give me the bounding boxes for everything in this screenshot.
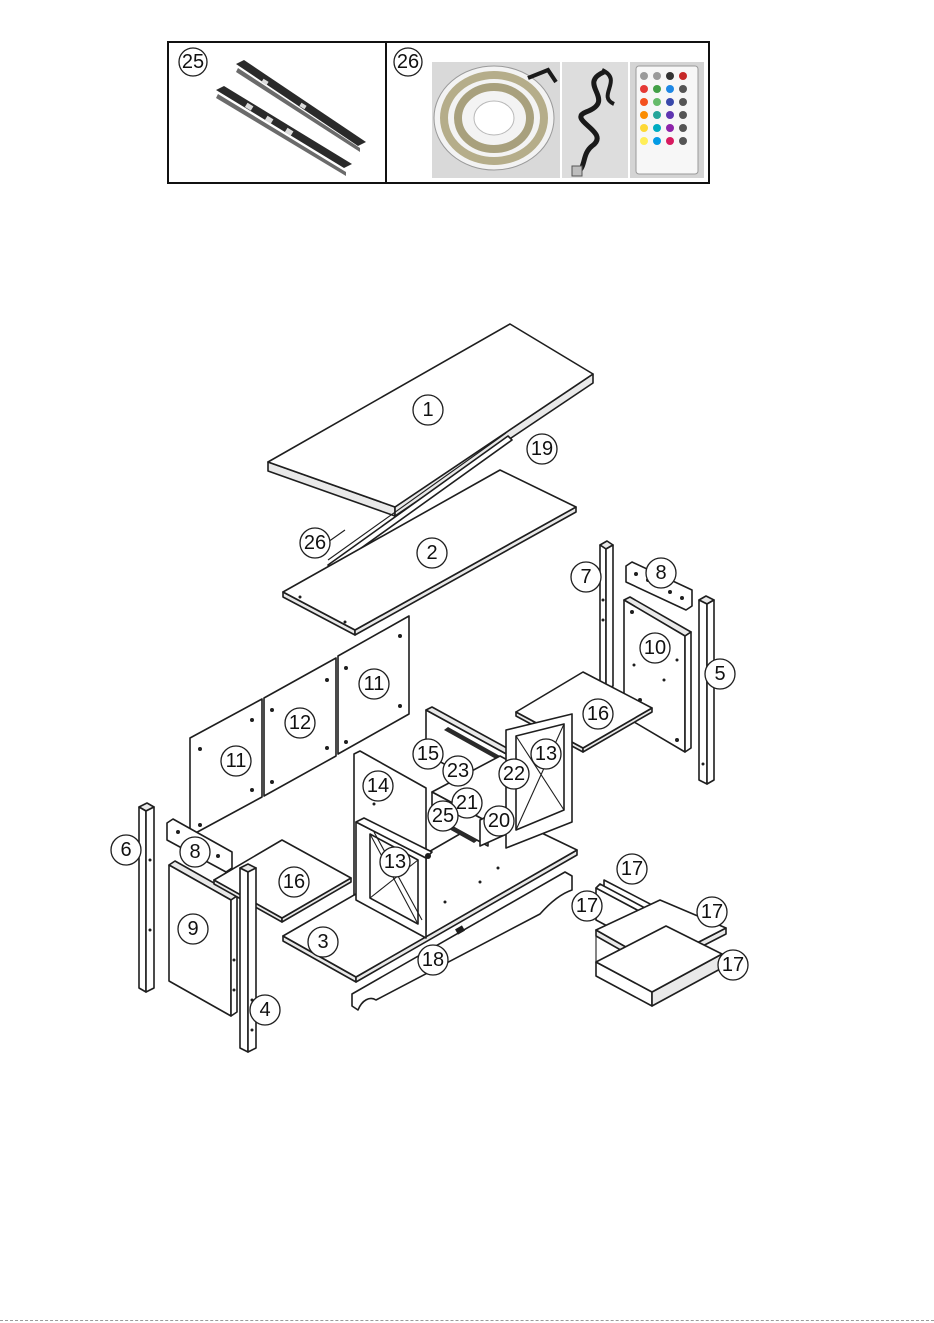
callout-8-bottom: 8 — [180, 837, 210, 867]
callout-10: 10 — [640, 633, 670, 663]
callout-2: 2 — [417, 538, 447, 568]
callout-26: 26 — [300, 528, 330, 558]
svg-text:17: 17 — [576, 895, 598, 917]
part-6-post — [139, 803, 154, 992]
hardware-panel: 25 26 — [168, 42, 709, 183]
callout-9: 9 — [178, 914, 208, 944]
svg-text:7: 7 — [580, 566, 591, 588]
callout-17-bottom: 17 — [718, 950, 748, 980]
callout-19: 19 — [527, 434, 557, 464]
leader-26 — [328, 530, 345, 542]
svg-text:22: 22 — [503, 763, 525, 785]
svg-text:8: 8 — [655, 562, 666, 584]
hardware-label-26: 26 — [394, 48, 422, 76]
page-bottom-rule — [0, 1320, 934, 1321]
callout-8-top: 8 — [646, 558, 676, 588]
svg-text:16: 16 — [587, 703, 609, 725]
callout-13-right: 13 — [531, 739, 561, 769]
rgb-remote-control-icon — [630, 62, 704, 178]
usb-power-cable-icon — [562, 62, 628, 178]
svg-text:25: 25 — [432, 805, 454, 827]
svg-text:17: 17 — [621, 858, 643, 880]
callout-4: 4 — [250, 995, 280, 1025]
callout-25: 25 — [428, 801, 458, 831]
svg-text:20: 20 — [488, 810, 510, 832]
svg-text:14: 14 — [367, 775, 389, 797]
svg-text:21: 21 — [456, 792, 478, 814]
callout-12: 12 — [285, 708, 315, 738]
svg-text:26: 26 — [304, 532, 326, 554]
part-4-post — [240, 864, 256, 1052]
callout-14: 14 — [363, 771, 393, 801]
part-7-post — [600, 541, 613, 690]
callout-23: 23 — [443, 756, 473, 786]
svg-text:5: 5 — [714, 663, 725, 685]
svg-text:11: 11 — [226, 750, 247, 772]
led-strip-reel-icon — [432, 62, 560, 178]
svg-text:6: 6 — [120, 839, 131, 861]
callout-18: 18 — [418, 945, 448, 975]
svg-text:11: 11 — [364, 673, 385, 695]
svg-text:2: 2 — [426, 542, 437, 564]
svg-text:13: 13 — [384, 851, 406, 873]
callout-3: 3 — [308, 927, 338, 957]
callout-15: 15 — [413, 739, 443, 769]
svg-text:15: 15 — [417, 743, 439, 765]
svg-text:19: 19 — [531, 438, 553, 460]
part-10-side-panel — [624, 597, 691, 752]
callout-1: 1 — [413, 395, 443, 425]
svg-text:18: 18 — [422, 949, 444, 971]
callout-6: 6 — [111, 835, 141, 865]
svg-text:17: 17 — [701, 901, 723, 923]
callout-5: 5 — [705, 659, 735, 689]
callout-20: 20 — [484, 806, 514, 836]
cabinet-exploded-view — [139, 324, 726, 1052]
drawer-slide-rails-icon — [216, 60, 366, 176]
callout-16-left: 16 — [279, 867, 309, 897]
part-5-post — [699, 596, 714, 784]
svg-text:17: 17 — [722, 954, 744, 976]
callout-7: 7 — [571, 562, 601, 592]
svg-text:10: 10 — [644, 637, 666, 659]
svg-text:12: 12 — [289, 712, 311, 734]
svg-text:13: 13 — [535, 743, 557, 765]
svg-text:4: 4 — [259, 999, 270, 1021]
svg-text:9: 9 — [187, 918, 198, 940]
callout-11-right: 11 — [359, 669, 389, 699]
svg-text:16: 16 — [283, 871, 305, 893]
svg-text:26: 26 — [397, 51, 419, 73]
svg-text:23: 23 — [447, 760, 469, 782]
svg-text:8: 8 — [189, 841, 200, 863]
svg-text:25: 25 — [182, 51, 204, 73]
callout-13-left: 13 — [380, 847, 410, 877]
svg-text:3: 3 — [317, 931, 328, 953]
callout-16-right: 16 — [583, 699, 613, 729]
callout-17-right: 17 — [697, 897, 727, 927]
hardware-label-25: 25 — [179, 48, 207, 76]
callout-17-left: 17 — [572, 891, 602, 921]
callout-17-top: 17 — [617, 854, 647, 884]
callout-22: 22 — [499, 759, 529, 789]
callout-11-left: 11 — [221, 746, 251, 776]
svg-text:1: 1 — [422, 399, 433, 421]
